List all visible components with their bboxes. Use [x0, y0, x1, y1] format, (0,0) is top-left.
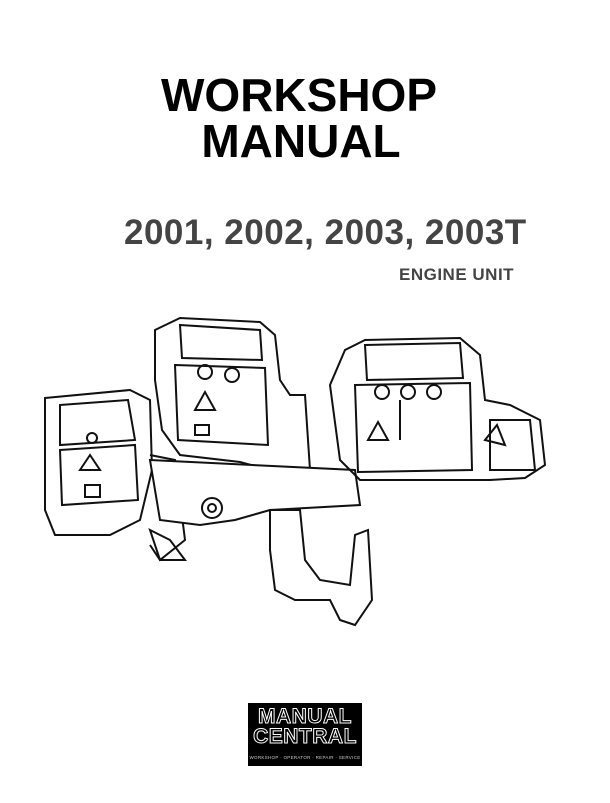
model-numbers: 2001, 2002, 2003, 2003T — [124, 213, 527, 252]
logo-tagline: WORKSHOP · OPERATOR · REPAIR · SERVICE — [249, 755, 361, 760]
subtitle: ENGINE UNIT — [399, 265, 515, 284]
engine-middle-drawing — [154, 316, 312, 471]
manual-central-logo: MANUAL CENTRAL WORKSHOP · OPERATOR · REP… — [248, 703, 362, 766]
engine-left-drawing — [44, 388, 187, 562]
title-line-1: WORKSHOP — [161, 69, 437, 121]
drive-leg-drawing — [148, 458, 374, 627]
logo-line-2: CENTRAL — [253, 725, 357, 748]
logo-line-1: MANUAL — [258, 705, 352, 728]
title-line-2: MANUAL — [201, 115, 401, 167]
engine-right-drawing — [328, 336, 547, 481]
